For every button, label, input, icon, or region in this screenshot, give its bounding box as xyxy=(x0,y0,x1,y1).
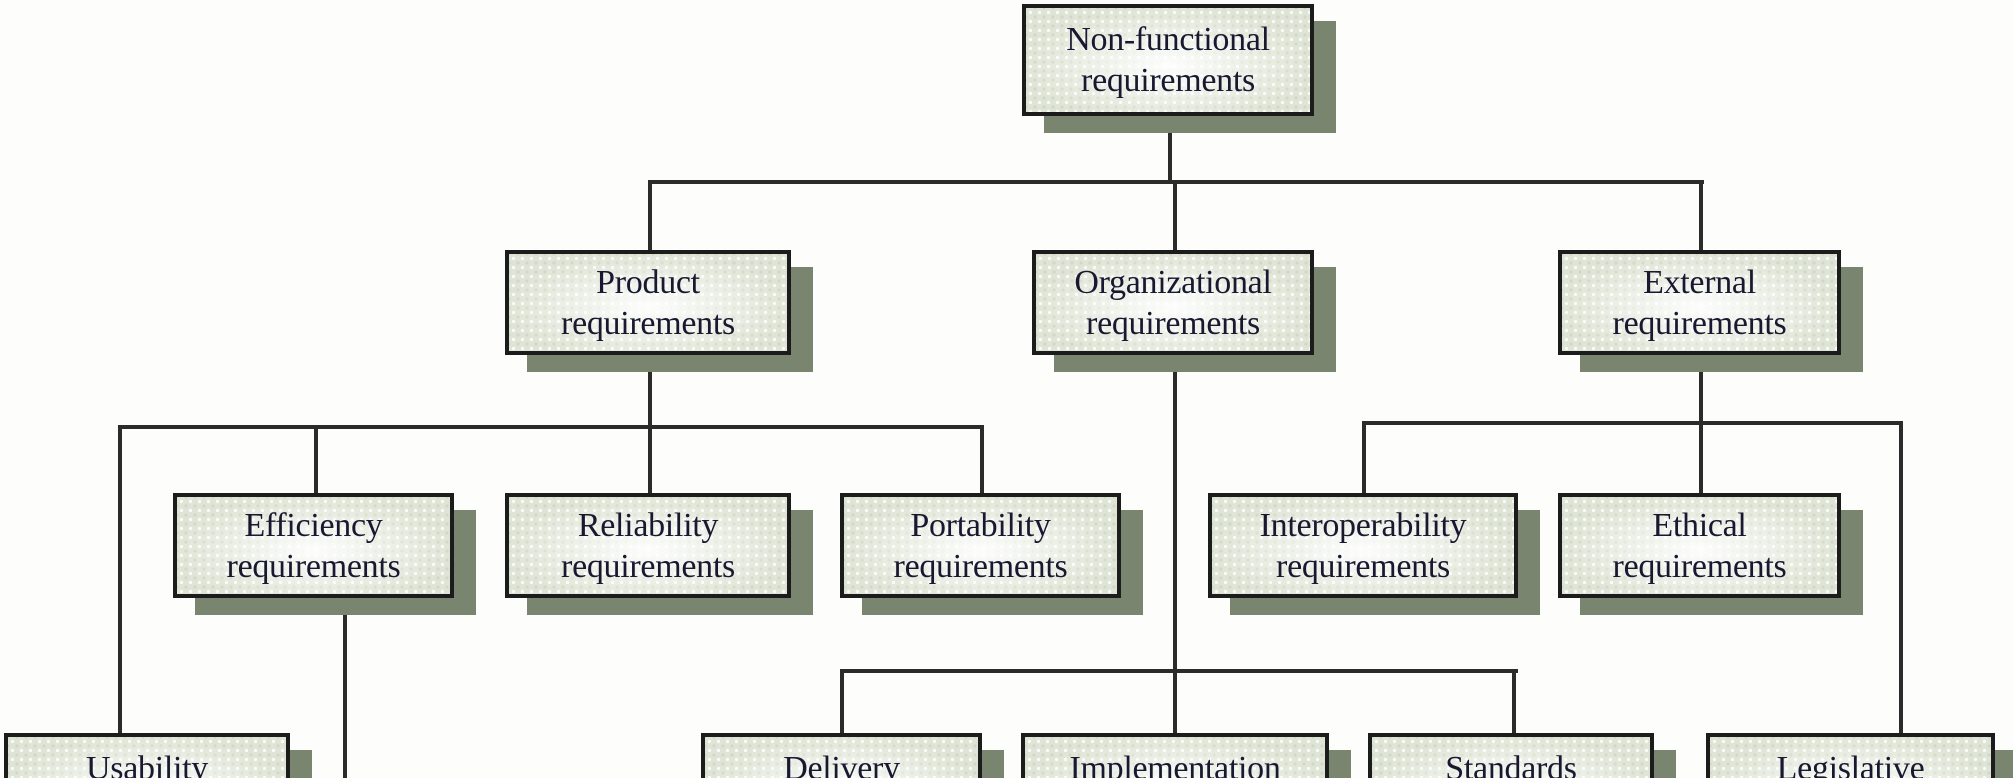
node-non-functional-requirements: Non-functional requirements xyxy=(1022,4,1314,116)
connector-drop-delivery xyxy=(840,669,844,735)
node-external-requirements: External requirements xyxy=(1558,250,1841,355)
connector-root-stem xyxy=(1168,116,1172,184)
connector-drop-external xyxy=(1699,180,1703,252)
node-reliability-requirements: Reliability requirements xyxy=(505,493,791,598)
connector-drop-reliability xyxy=(648,425,652,495)
connector-external-stem xyxy=(1699,355,1703,425)
connector-drop-portability xyxy=(980,425,984,495)
node-efficiency-requirements: Efficiency requirements xyxy=(173,493,454,598)
node-standards-requirements: Standards xyxy=(1368,733,1654,778)
node-delivery-requirements: Delivery xyxy=(701,733,982,778)
connector-organizational-stem xyxy=(1173,355,1177,675)
connector-external-rail xyxy=(1362,421,1903,425)
connector-drop-usability xyxy=(118,425,122,735)
connector-drop-product xyxy=(648,180,652,252)
node-ethical-requirements: Ethical requirements xyxy=(1558,493,1841,598)
node-portability-requirements: Portability requirements xyxy=(840,493,1121,598)
node-implementation-requirements: Implementation xyxy=(1021,733,1329,778)
connector-organizational-rail xyxy=(840,669,1518,673)
connector-product-rail xyxy=(118,425,984,429)
node-organizational-requirements: Organizational requirements xyxy=(1032,250,1314,355)
connector-drop-legislative xyxy=(1899,421,1903,735)
node-legislative-requirements: Legislative xyxy=(1706,733,1995,778)
connector-drop-organizational xyxy=(1173,180,1177,252)
connector-drop-interoperability xyxy=(1362,421,1366,495)
connector-product-stem xyxy=(648,355,652,429)
connector-drop-ethical xyxy=(1699,421,1703,495)
connector-drop-efficiency xyxy=(314,425,318,495)
node-usability-requirements: Usability xyxy=(4,733,290,778)
connector-drop-standards xyxy=(1512,669,1516,735)
connector-efficiency-stem xyxy=(343,598,347,778)
connector-drop-implementation xyxy=(1173,669,1177,735)
node-product-requirements: Product requirements xyxy=(505,250,791,355)
node-interoperability-requirements: Interoperability requirements xyxy=(1208,493,1518,598)
